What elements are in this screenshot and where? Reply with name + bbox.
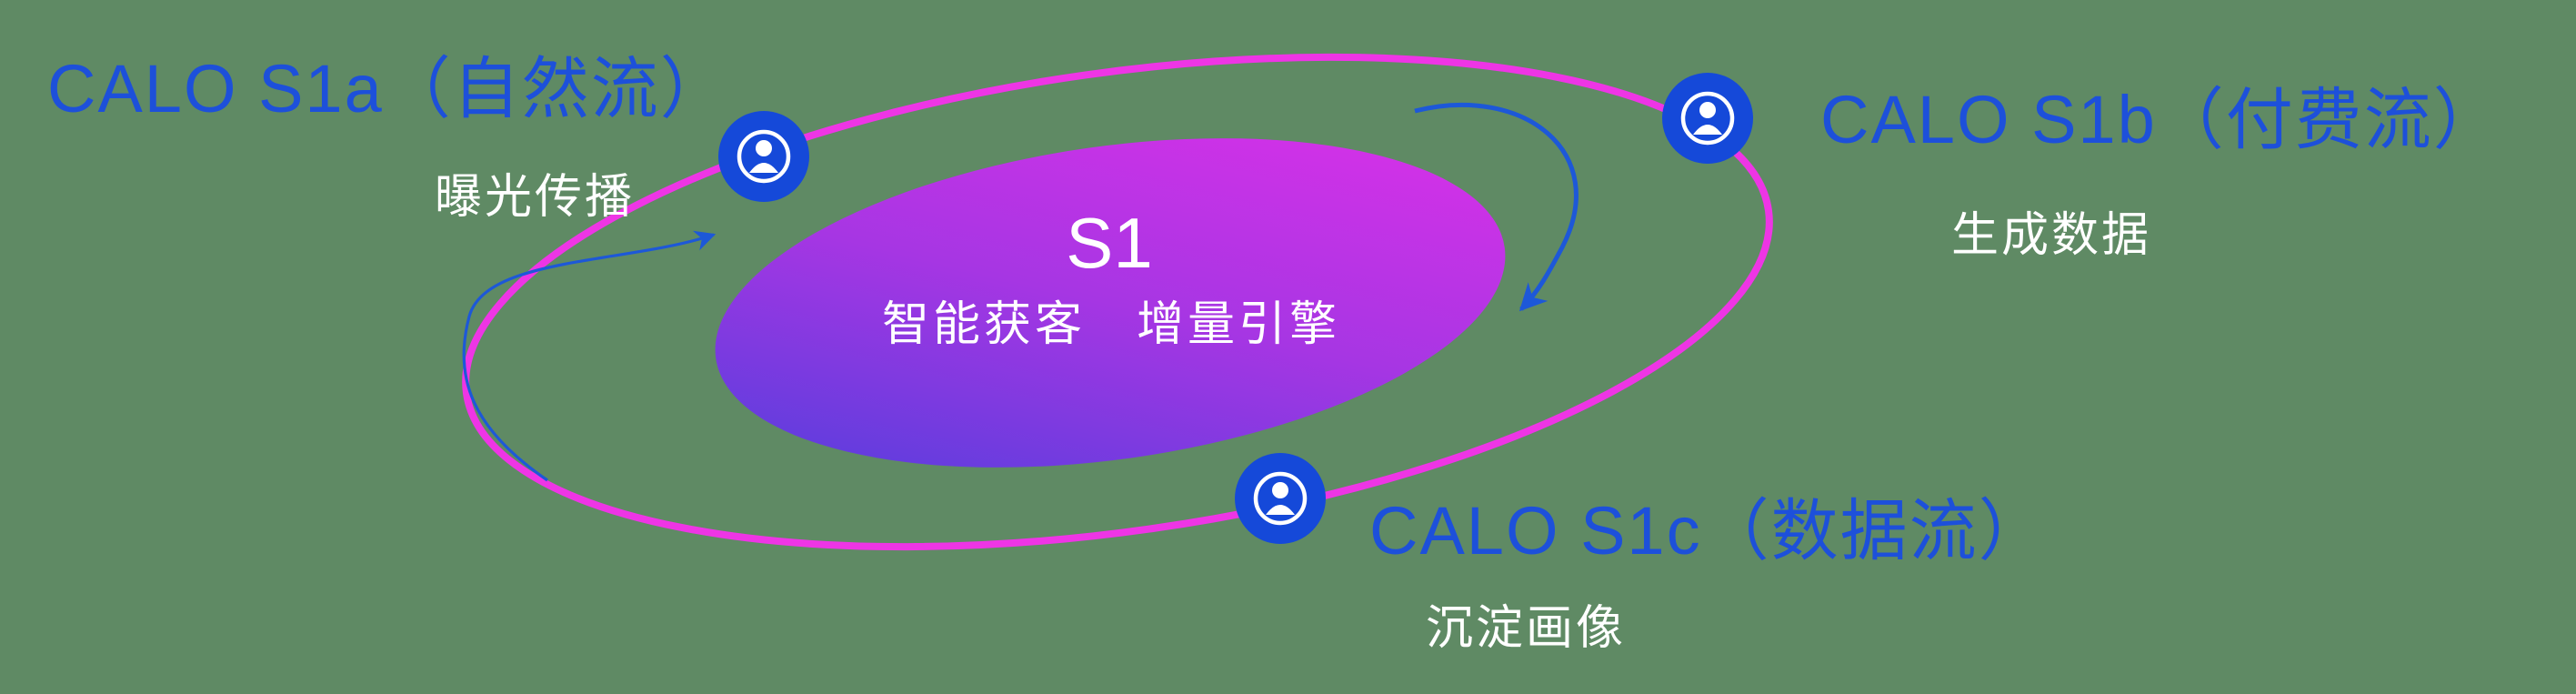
- flow-arrow-left: [462, 230, 717, 482]
- node-label-s1b: CALO S1b（付费流）: [1820, 82, 2502, 157]
- user-icon: [737, 129, 791, 184]
- node-s1b: [1662, 73, 1753, 164]
- node-label-s1c: CALO S1c（数据流）: [1369, 493, 2048, 568]
- node-s1a: [718, 111, 809, 202]
- user-icon: [1253, 471, 1308, 526]
- orbit-ring: [462, 53, 1773, 551]
- core-title: S1: [1066, 203, 1153, 283]
- core-ellipse: [715, 138, 1506, 468]
- node-s1c: [1235, 453, 1326, 544]
- user-icon: [1680, 91, 1735, 146]
- node-sublabel-s1c: 沉淀画像: [1426, 602, 1627, 655]
- node-label-s1a: CALO S1a（自然流）: [47, 51, 729, 126]
- flow-arrow-right: [1414, 102, 1579, 312]
- core-subtitle: 智能获客 增量引擎: [881, 298, 1341, 351]
- node-sublabel-s1a: 曝光传播: [435, 171, 636, 224]
- node-sublabel-s1b: 生成数据: [1951, 209, 2152, 262]
